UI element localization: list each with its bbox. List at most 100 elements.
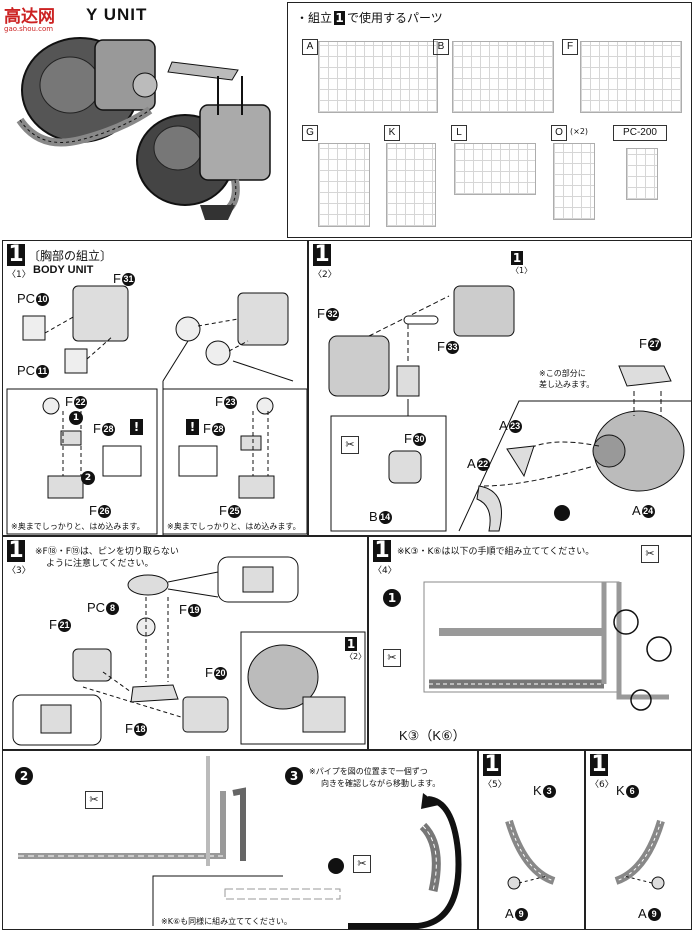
sub-step-2-marker: 2 xyxy=(15,767,33,785)
runner-label-o: O xyxy=(551,125,567,141)
runner-g-image xyxy=(318,143,370,227)
runner-label-b: B xyxy=(433,39,449,55)
step-1-1-diagram xyxy=(6,285,307,535)
runner-o-qty: (×2) xyxy=(570,127,589,136)
note-right: ※奥までしっかりと、はめ込みます。 xyxy=(167,522,301,531)
caution-icon-right: ! xyxy=(186,419,199,435)
step-number: 1 xyxy=(7,538,25,563)
runner-o-image xyxy=(553,143,595,220)
nipper-tool-icon: ✂ xyxy=(85,791,103,809)
runner-k-image xyxy=(386,143,436,227)
body-unit-illustration xyxy=(16,37,271,220)
sub-step-1-marker: 1 xyxy=(383,589,401,607)
order-marker-2: 2 xyxy=(81,471,95,485)
page-title: Y UNIT xyxy=(86,5,148,24)
pipe-assembly-panel: 2 ✂ 3 ※パイプを図の位置まで一個ずつ 向きを確認しながら移動します。 ✂ … xyxy=(2,750,478,930)
substep-label: 〈5〉 xyxy=(483,780,507,790)
step-1-6-diagram xyxy=(614,819,665,890)
step3-note-line2: 向きを確認しながら移動します。 xyxy=(321,779,441,788)
step-badge: 1 xyxy=(334,11,346,25)
step-1-2-diagram xyxy=(328,285,691,532)
step3-note-line1: ※パイプを図の位置まで一個ずつ xyxy=(309,767,428,776)
order-marker-1: 1 xyxy=(69,411,83,425)
nipper-tool-icon-step3: ✂ xyxy=(353,855,371,873)
step-1-5-diagram xyxy=(505,819,556,890)
insert-note: ※この部分に 差し込みます。 xyxy=(539,369,595,389)
runner-a-image xyxy=(318,41,438,113)
substep-label: 〈3〉 xyxy=(7,566,31,576)
step-number: 1 xyxy=(313,242,331,267)
substep-label: 〈6〉 xyxy=(590,780,614,790)
k-runner-diagram xyxy=(423,581,672,711)
k-part-note: ※K③・K⑥は以下の手順で組み立ててください。 xyxy=(397,547,595,557)
runner-f-image xyxy=(580,41,682,113)
runner-l-image xyxy=(454,143,536,195)
reference-step: 1 〈1〉 xyxy=(511,251,533,275)
caution-icon: ! xyxy=(130,419,143,435)
watermark-text: 高达网 xyxy=(4,7,55,27)
runner-label-pc200: PC-200 xyxy=(613,125,667,141)
step-number: 1 xyxy=(7,242,25,267)
step-number: 1 xyxy=(483,752,501,777)
step-1-4-panel: 1 〈4〉 ※K③・K⑥は以下の手順で組み立ててください。 1 ✂ ✂ K③（K… xyxy=(368,536,692,750)
sub-step-3-marker: 3 xyxy=(285,767,303,785)
runner-label-f: F xyxy=(562,39,578,55)
pin-note-line2: ように注意してください。 xyxy=(46,559,154,569)
header-illustration-panel: 高达网 gao.shou.com Y UNIT xyxy=(0,0,287,238)
pin-note-line1: ※F⑱・F⑲は、ピンを切り取らない xyxy=(35,547,179,557)
step-title: 〔胸部の組立〕 xyxy=(28,249,113,263)
step-subtitle: BODY UNIT xyxy=(33,264,94,276)
runner-label-g: G xyxy=(302,125,318,141)
reference-step: 1 〈2〉 xyxy=(345,637,367,661)
watermark-logo: 高达网 gao.shou.com xyxy=(4,2,55,33)
substep-label: 〈4〉 xyxy=(373,566,397,576)
nipper-tool-icon: ✂ xyxy=(383,649,401,667)
substep-label: 〈1〉 xyxy=(7,270,31,280)
k6-note: ※K⑥も同様に組み立ててください。 xyxy=(161,917,292,926)
runner-b-image xyxy=(452,41,554,113)
watermark-url: gao.shou.com xyxy=(4,25,54,33)
note-left: ※奥までしっかりと、はめ込みます。 xyxy=(11,522,145,531)
nipper-tool-icon: ✂ xyxy=(341,436,359,454)
step-1-3-diagram xyxy=(12,556,366,746)
runner-label-a: A xyxy=(302,39,318,55)
k-part-label: K③（K⑥） xyxy=(399,728,466,743)
runner-label-k: K xyxy=(384,125,400,141)
step-number: 1 xyxy=(373,538,391,563)
pipe-diagram xyxy=(18,756,462,929)
runner-label-l: L xyxy=(451,125,467,141)
step-number: 1 xyxy=(590,752,608,777)
nipper-tool-icon-top: ✂ xyxy=(641,545,659,563)
